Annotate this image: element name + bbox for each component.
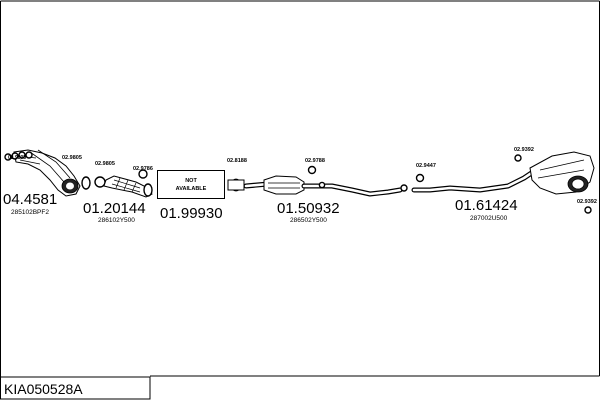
not-available-line-1: NOT bbox=[185, 178, 197, 184]
part-number-2: 01.20144 bbox=[83, 200, 146, 217]
rear-pipe-drawing bbox=[411, 151, 595, 195]
catalytic-converter-drawing bbox=[94, 175, 153, 198]
label-02-9447: 02.9447 bbox=[416, 163, 436, 169]
diagram-code: KIA050528A bbox=[4, 381, 83, 397]
part-number-4: 01.50932 bbox=[277, 200, 340, 217]
not-available-line-2: AVAILABLE bbox=[176, 186, 207, 192]
part-ref-2: 286102Y500 bbox=[98, 217, 135, 224]
exhaust-manifold-drawing bbox=[4, 149, 81, 197]
hanger-rear-icon bbox=[514, 154, 592, 214]
label-02-8188: 02.8188 bbox=[227, 158, 247, 164]
part-number-5: 01.61424 bbox=[455, 197, 518, 214]
not-available-box: NOT AVAILABLE bbox=[157, 170, 225, 199]
label-02-9392-b: 02.9392 bbox=[577, 199, 597, 205]
label-manifold-bolts: 02.9805 bbox=[8, 155, 26, 161]
part-number-1: 04.4581 bbox=[3, 191, 57, 208]
clamp-3-icon bbox=[415, 173, 425, 183]
label-02-9786: 02.9786 bbox=[133, 166, 153, 172]
label-02-9805-a: 02.9805 bbox=[62, 155, 82, 161]
gasket-1-icon bbox=[81, 176, 91, 190]
part-ref-4: 286502Y500 bbox=[290, 217, 327, 224]
label-02-9805-b: 02.9805 bbox=[95, 161, 115, 167]
clamp-2-icon bbox=[307, 165, 317, 175]
part-ref-1: 285102BPF2 bbox=[11, 209, 49, 216]
part-ref-5: 287002U500 bbox=[470, 215, 508, 222]
part-number-3: 01.99930 bbox=[160, 205, 223, 222]
label-02-9392-a: 02.9392 bbox=[514, 147, 534, 153]
middle-pipe-drawing bbox=[243, 175, 408, 197]
label-02-9788: 02.9788 bbox=[305, 158, 325, 164]
code-box bbox=[0, 376, 151, 400]
flange-connector-drawing bbox=[227, 178, 245, 192]
clamp-1-icon bbox=[138, 169, 148, 179]
